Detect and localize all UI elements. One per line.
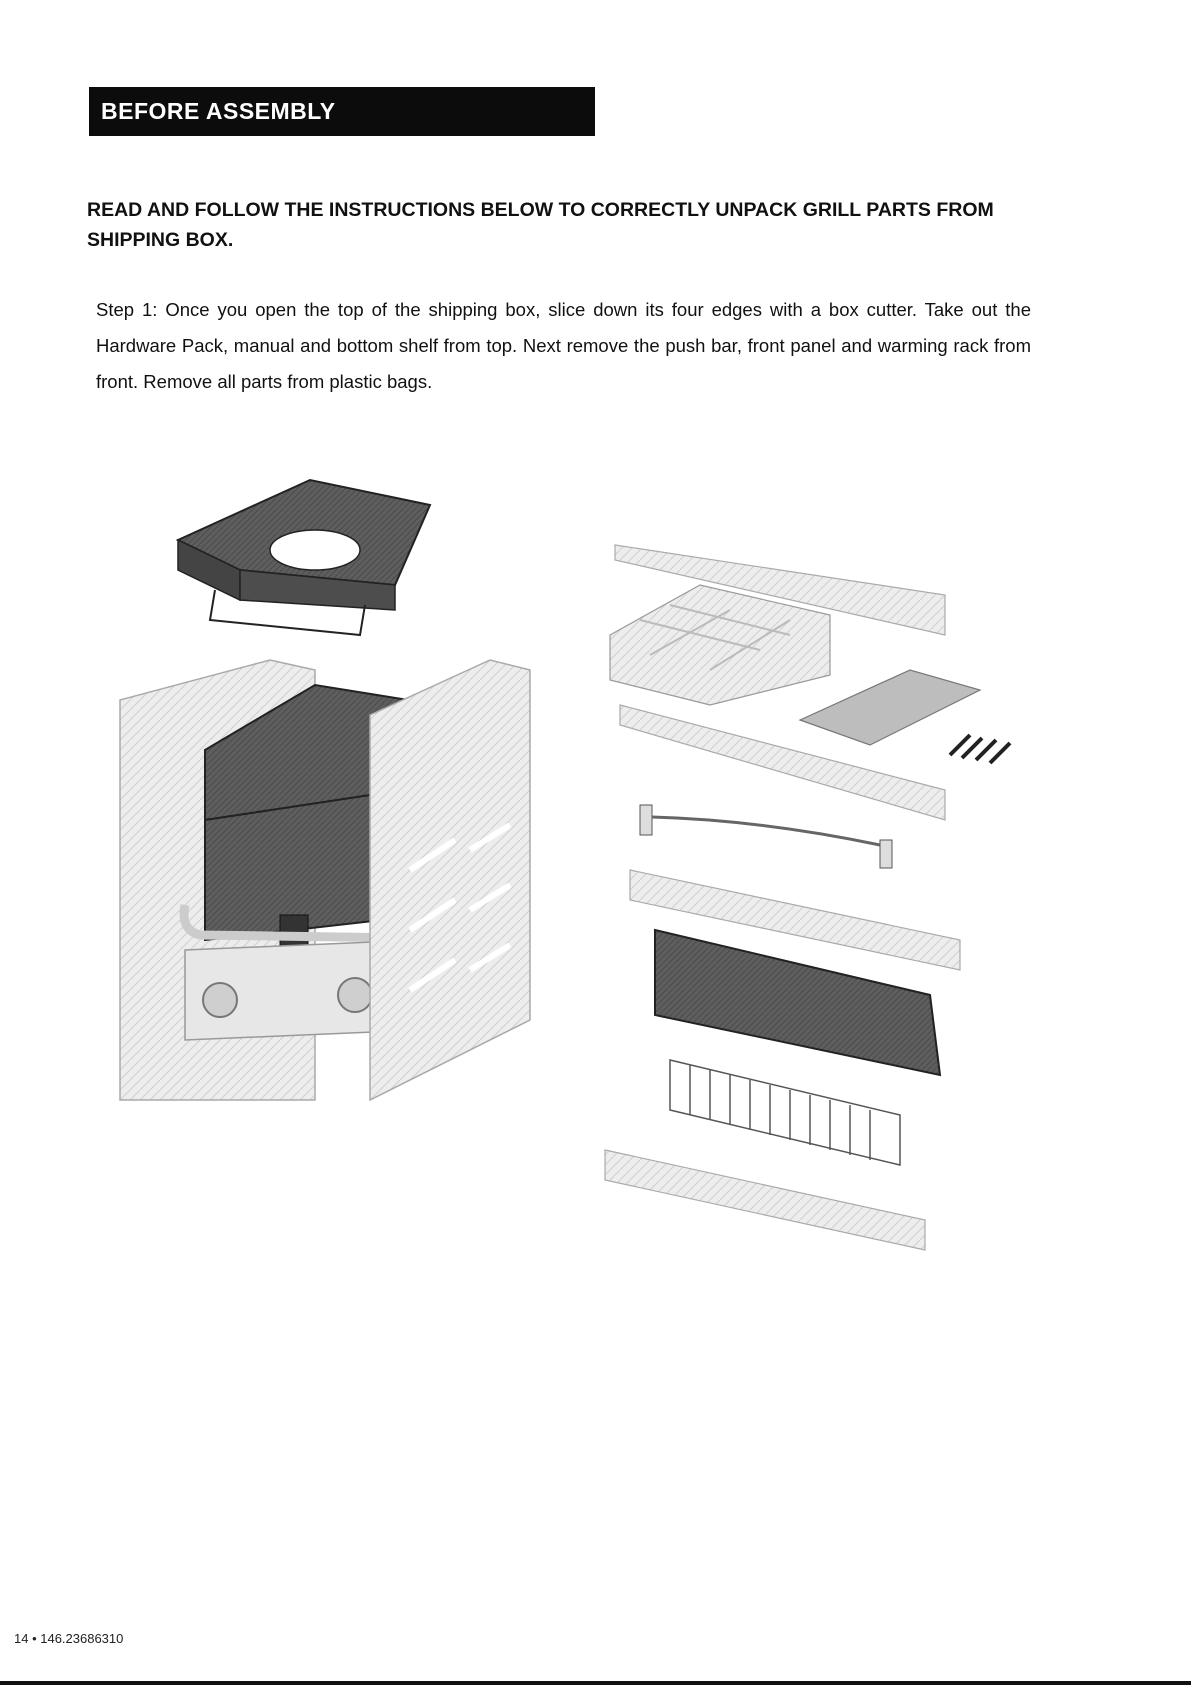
foam-bar-top xyxy=(614,544,946,636)
foam-bar-lower xyxy=(629,869,961,971)
bottom-shelf-part xyxy=(175,478,432,637)
section-title: BEFORE ASSEMBLY xyxy=(101,98,336,124)
lead-instruction: READ AND FOLLOW THE INSTRUCTIONS BELOW T… xyxy=(87,199,994,251)
foam-bar-bottom xyxy=(604,1149,926,1251)
step-1-text: Step 1: Once you open the top of the shi… xyxy=(96,299,1031,392)
cooking-grate-part xyxy=(798,669,982,746)
section-header: BEFORE ASSEMBLY xyxy=(89,87,595,136)
unpacking-illustration xyxy=(119,478,1012,1251)
right-foam-packing xyxy=(369,659,531,1102)
push-bar-part xyxy=(639,804,893,869)
hardware-pack xyxy=(948,733,1012,765)
foam-grid-divider xyxy=(609,584,831,706)
bottom-rule xyxy=(0,1681,1191,1685)
warming-rack-part xyxy=(669,1059,901,1166)
front-panel-part xyxy=(654,928,942,1077)
foam-bar-middle xyxy=(619,704,946,821)
page-footer: 14 • 146.23686310 xyxy=(14,1631,124,1646)
